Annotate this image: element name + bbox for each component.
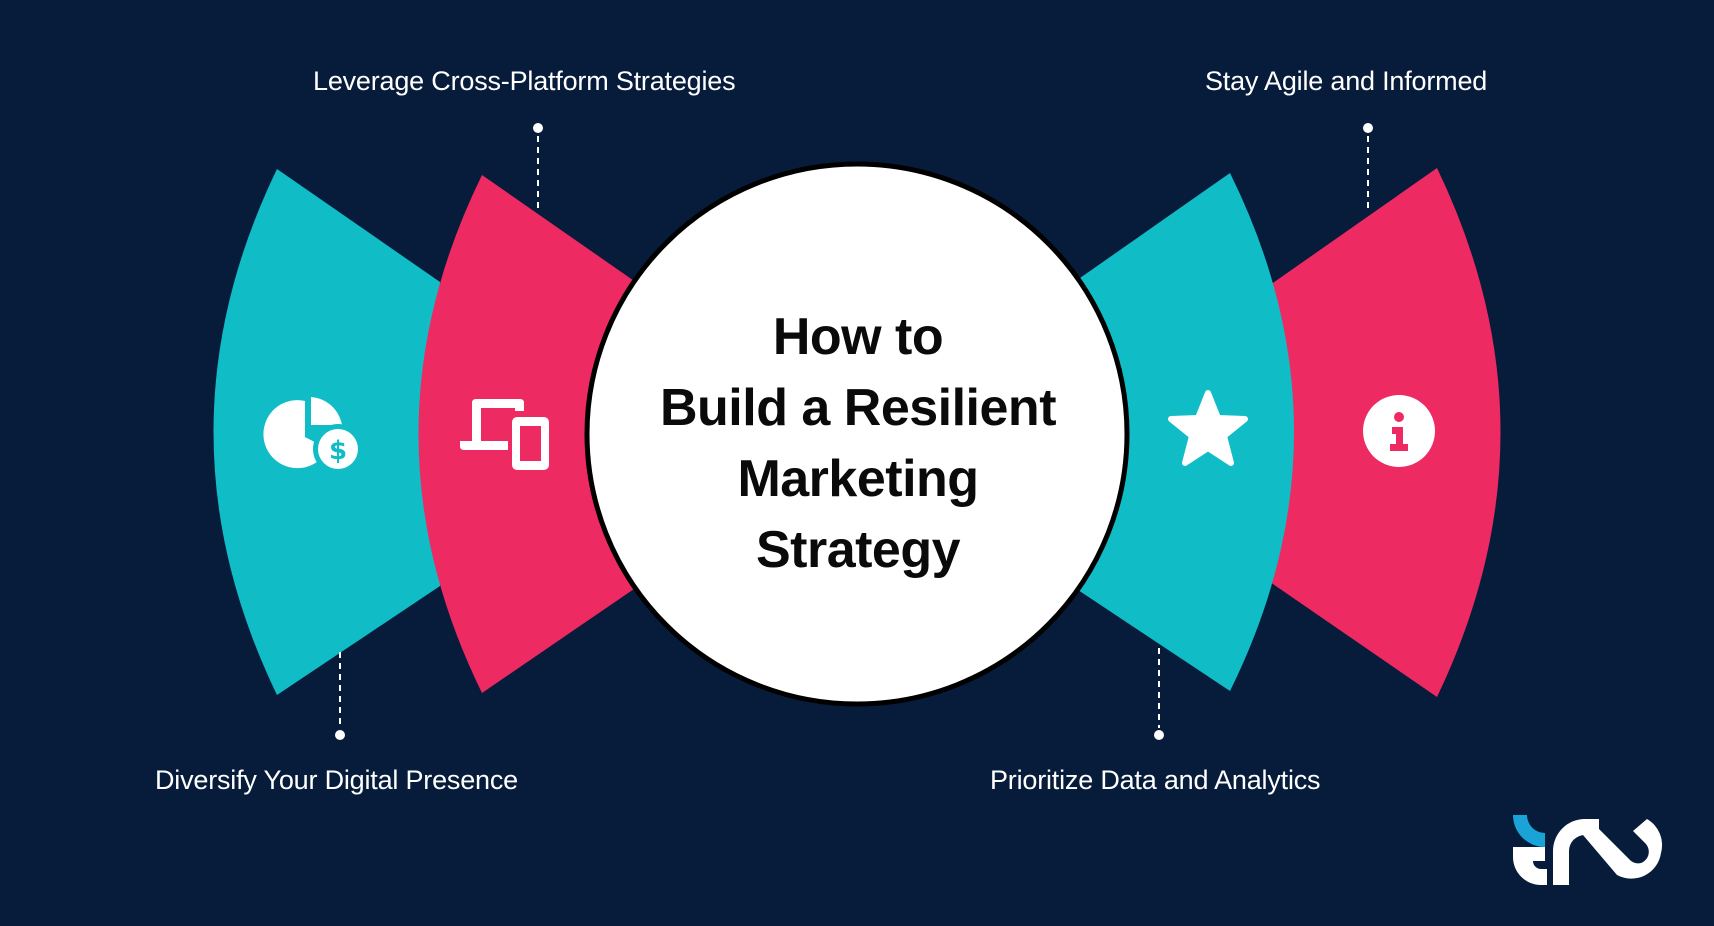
connector-leverage <box>533 123 543 213</box>
devices-icon <box>460 399 549 470</box>
step-label-stay-agile: Stay Agile and Informed <box>1205 66 1488 96</box>
title-line-4: Strategy <box>755 521 961 579</box>
connector-diversify <box>335 652 345 740</box>
title-line-3: Marketing <box>737 450 979 508</box>
svg-text:$: $ <box>329 436 347 466</box>
title-line-1: How to <box>772 308 944 366</box>
page-title: How to Build a Resilient Marketing Strat… <box>586 302 1130 586</box>
star-icon <box>1168 390 1248 466</box>
brand-logo <box>1513 815 1663 885</box>
fan-prioritize <box>1060 173 1294 691</box>
step-label-leverage: Leverage Cross-Platform Strategies <box>313 66 736 96</box>
center-circle <box>584 161 1130 707</box>
connector-prioritize <box>1154 648 1164 740</box>
connector-stay-agile <box>1363 123 1373 213</box>
info-icon <box>1363 395 1435 467</box>
step-label-prioritize: Prioritize Data and Analytics <box>990 765 1321 795</box>
pie-chart-dollar-icon: $ <box>263 397 363 474</box>
title-line-2: Build a Resilient <box>659 379 1057 437</box>
step-label-diversify: Diversify Your Digital Presence <box>155 765 518 795</box>
